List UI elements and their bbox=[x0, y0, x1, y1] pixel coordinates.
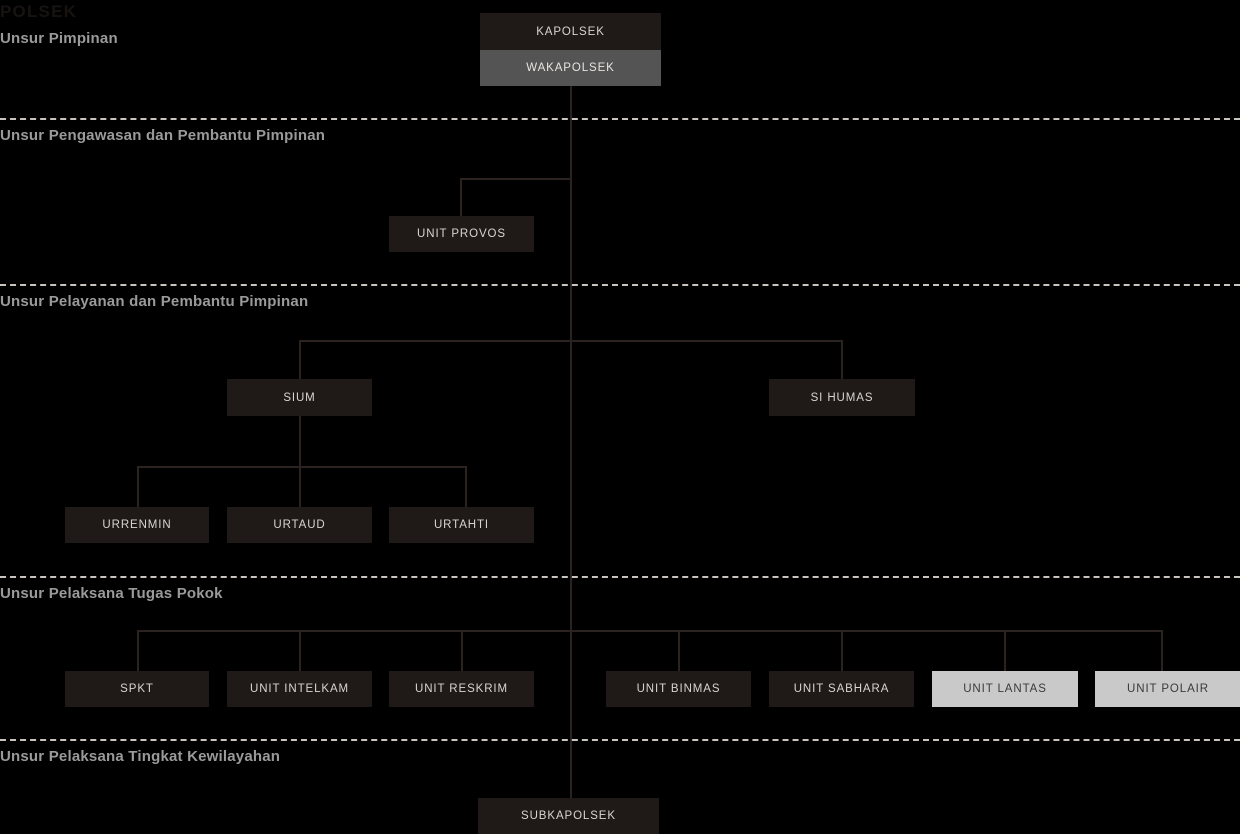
node-unit-lantas[interactable]: UNIT LANTAS bbox=[932, 671, 1078, 707]
node-spkt[interactable]: SPKT bbox=[65, 671, 209, 707]
section-label-unsur-pelaksana-tugas-pokok: Unsur Pelaksana Tugas Pokok bbox=[0, 585, 223, 602]
node-urtaud[interactable]: URTAUD bbox=[227, 507, 372, 543]
connector-urtahti-drop bbox=[465, 466, 467, 507]
page-title: POLSEK bbox=[0, 2, 78, 21]
connector-sabhara-drop bbox=[841, 630, 843, 671]
node-unit-provos[interactable]: UNIT PROVOS bbox=[389, 216, 534, 252]
node-unit-sabhara[interactable]: UNIT SABHARA bbox=[769, 671, 914, 707]
node-unit-polair[interactable]: UNIT POLAIR bbox=[1095, 671, 1240, 707]
connector-binmas-drop bbox=[678, 630, 680, 671]
node-si-humas[interactable]: SI HUMAS bbox=[769, 379, 915, 416]
connector-level3-bar bbox=[299, 340, 843, 342]
connector-urtaud-drop bbox=[299, 466, 301, 507]
connector-sium-drop bbox=[299, 340, 301, 380]
node-unit-reskrim[interactable]: UNIT RESKRIM bbox=[389, 671, 534, 707]
connector-intelkam-drop bbox=[299, 630, 301, 671]
connector-polair-drop bbox=[1161, 630, 1163, 671]
section-divider-1 bbox=[0, 118, 1240, 120]
connector-lantas-drop bbox=[1004, 630, 1006, 671]
section-divider-4 bbox=[0, 739, 1240, 741]
connector-reskrim-drop bbox=[461, 630, 463, 671]
node-urrenmin[interactable]: URRENMIN bbox=[65, 507, 209, 543]
node-urtahti[interactable]: URTAHTI bbox=[389, 507, 534, 543]
connector-spkt-drop bbox=[137, 630, 139, 671]
connector-sihumas-drop bbox=[841, 340, 843, 380]
connector-ur-bar bbox=[137, 466, 467, 468]
connector-urrenmin-drop bbox=[137, 466, 139, 507]
connector-sium-stem bbox=[299, 416, 301, 466]
trunk-line-main bbox=[570, 86, 572, 799]
connector-tugas-bar bbox=[137, 630, 1162, 632]
section-label-unsur-pelaksana-kewilayahan: Unsur Pelaksana Tingkat Kewilayahan bbox=[0, 748, 281, 765]
node-wakapolsek[interactable]: WAKAPOLSEK bbox=[480, 50, 661, 86]
node-unit-binmas[interactable]: UNIT BINMAS bbox=[606, 671, 751, 707]
section-label-unsur-pimpinan: Unsur Pimpinan bbox=[0, 30, 118, 47]
connector-provos-drop bbox=[460, 178, 462, 217]
node-sium[interactable]: SIUM bbox=[227, 379, 372, 416]
section-divider-2 bbox=[0, 284, 1240, 286]
section-label-unsur-pelayanan: Unsur Pelayanan dan Pembantu Pimpinan bbox=[0, 293, 309, 310]
connector-provos-horizontal bbox=[460, 178, 571, 180]
node-kapolsek[interactable]: KAPOLSEK bbox=[480, 13, 661, 50]
node-subkapolsek[interactable]: SUBKAPOLSEK bbox=[478, 798, 659, 834]
node-unit-intelkam[interactable]: UNIT INTELKAM bbox=[227, 671, 372, 707]
section-label-unsur-pengawasan: Unsur Pengawasan dan Pembantu Pimpinan bbox=[0, 127, 326, 144]
section-divider-3 bbox=[0, 576, 1240, 578]
